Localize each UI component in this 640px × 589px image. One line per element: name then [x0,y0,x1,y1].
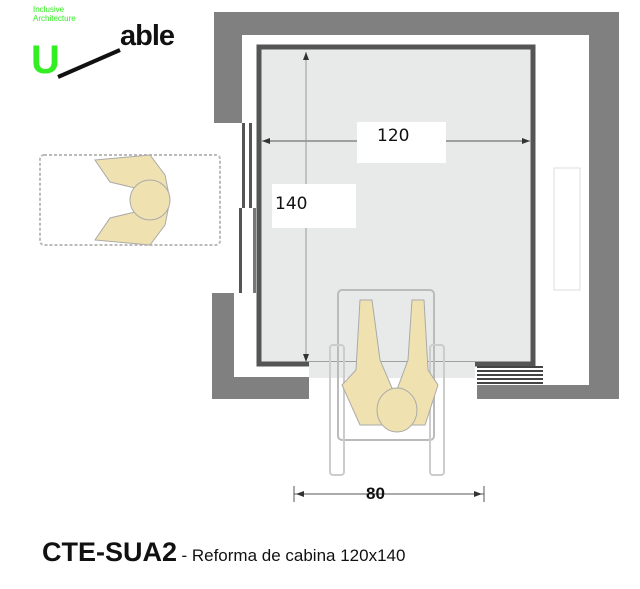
door-dimension-label: 80 [366,484,385,503]
door-leaves [239,123,256,293]
wheelchair-user-icon [329,289,445,476]
control-panel [553,167,581,291]
shaft-walls [212,12,619,399]
door-threshold [309,362,475,378]
depth-dimension-label: 140 [272,184,356,228]
logo-underscore [57,48,121,79]
logo-word: able [120,20,175,52]
floor-stripes [477,366,543,384]
logo-letter: U [31,38,60,82]
caption-subtitle: - Reforma de cabina 120x140 [181,546,406,565]
caption-title: CTE-SUA2 [42,537,178,567]
width-dimension-label: 120 [357,122,446,163]
caption: CTE-SUA2 - Reforma de cabina 120x140 [42,537,405,568]
wheelchair-user-side-icon [39,154,221,246]
logo-tagline: Inclusive Architecture [33,5,76,23]
